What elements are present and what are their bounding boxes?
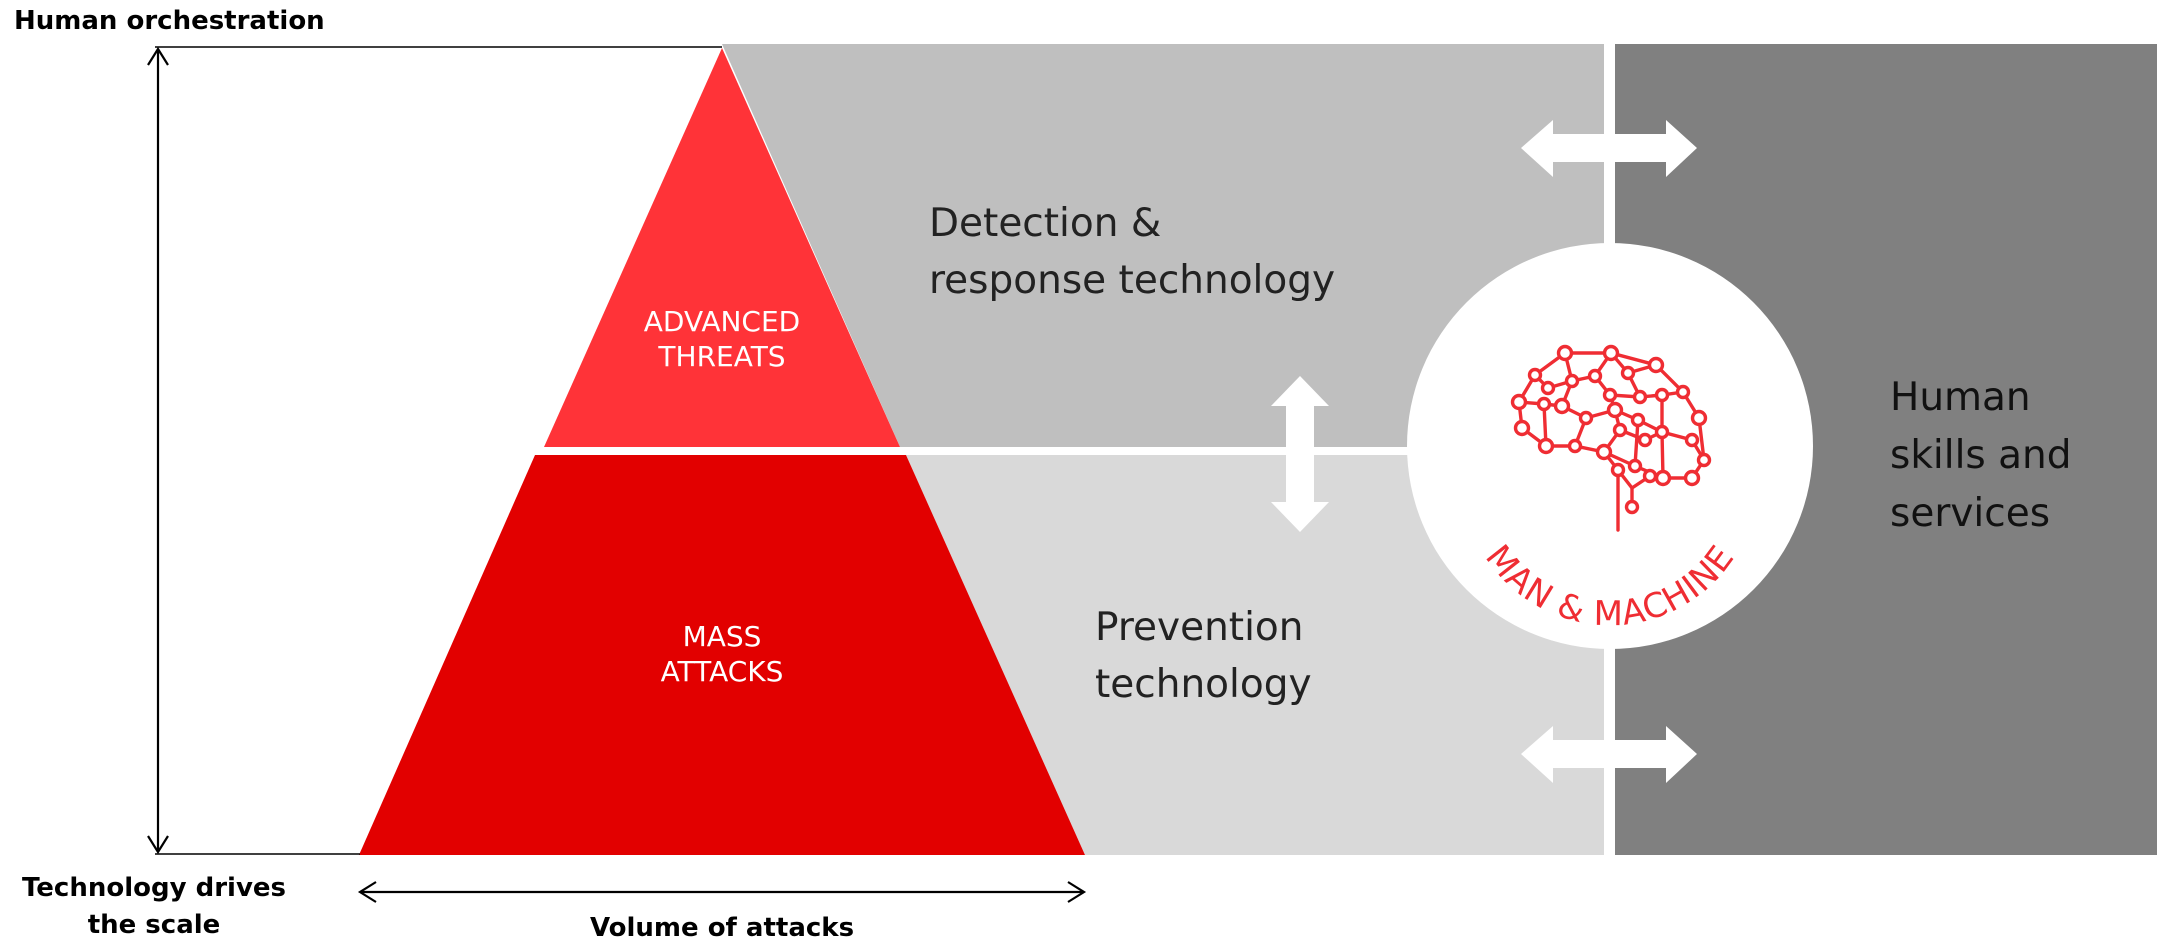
technology-scale-label-line2: the scale xyxy=(88,910,221,939)
prevention-label-line2: technology xyxy=(1095,662,1312,707)
vertical-axis-arrow xyxy=(147,46,169,855)
bottom-exchange-arrow xyxy=(1521,726,1697,783)
human-label-line2: skills and xyxy=(1890,433,2072,478)
brain-network-nodes xyxy=(1510,344,1712,515)
advanced-threats-label-line1: ADVANCED xyxy=(644,305,801,338)
top-exchange-arrow xyxy=(1521,120,1697,177)
human-label-line3: services xyxy=(1890,491,2050,536)
human-orchestration-label: Human orchestration xyxy=(14,6,325,36)
advanced-threats-segment xyxy=(544,48,900,447)
horizontal-axis-arrow xyxy=(357,881,1087,903)
vertical-exchange-arrow xyxy=(1271,376,1329,532)
prevention-label-line1: Prevention xyxy=(1095,605,1304,650)
technology-scale-label-line1: Technology drives xyxy=(22,873,286,903)
mass-attacks-label-line1: MASS xyxy=(683,620,762,653)
detection-label-line1: Detection & xyxy=(929,201,1161,246)
human-label-line1: Human xyxy=(1890,375,2031,420)
mass-attacks-segment xyxy=(359,455,1085,855)
advanced-threats-label-line2: THREATS xyxy=(657,340,785,373)
mass-attacks-label-line2: ATTACKS xyxy=(661,655,784,688)
detection-label-line2: response technology xyxy=(929,258,1335,303)
volume-of-attacks-label: Volume of attacks xyxy=(590,913,854,939)
